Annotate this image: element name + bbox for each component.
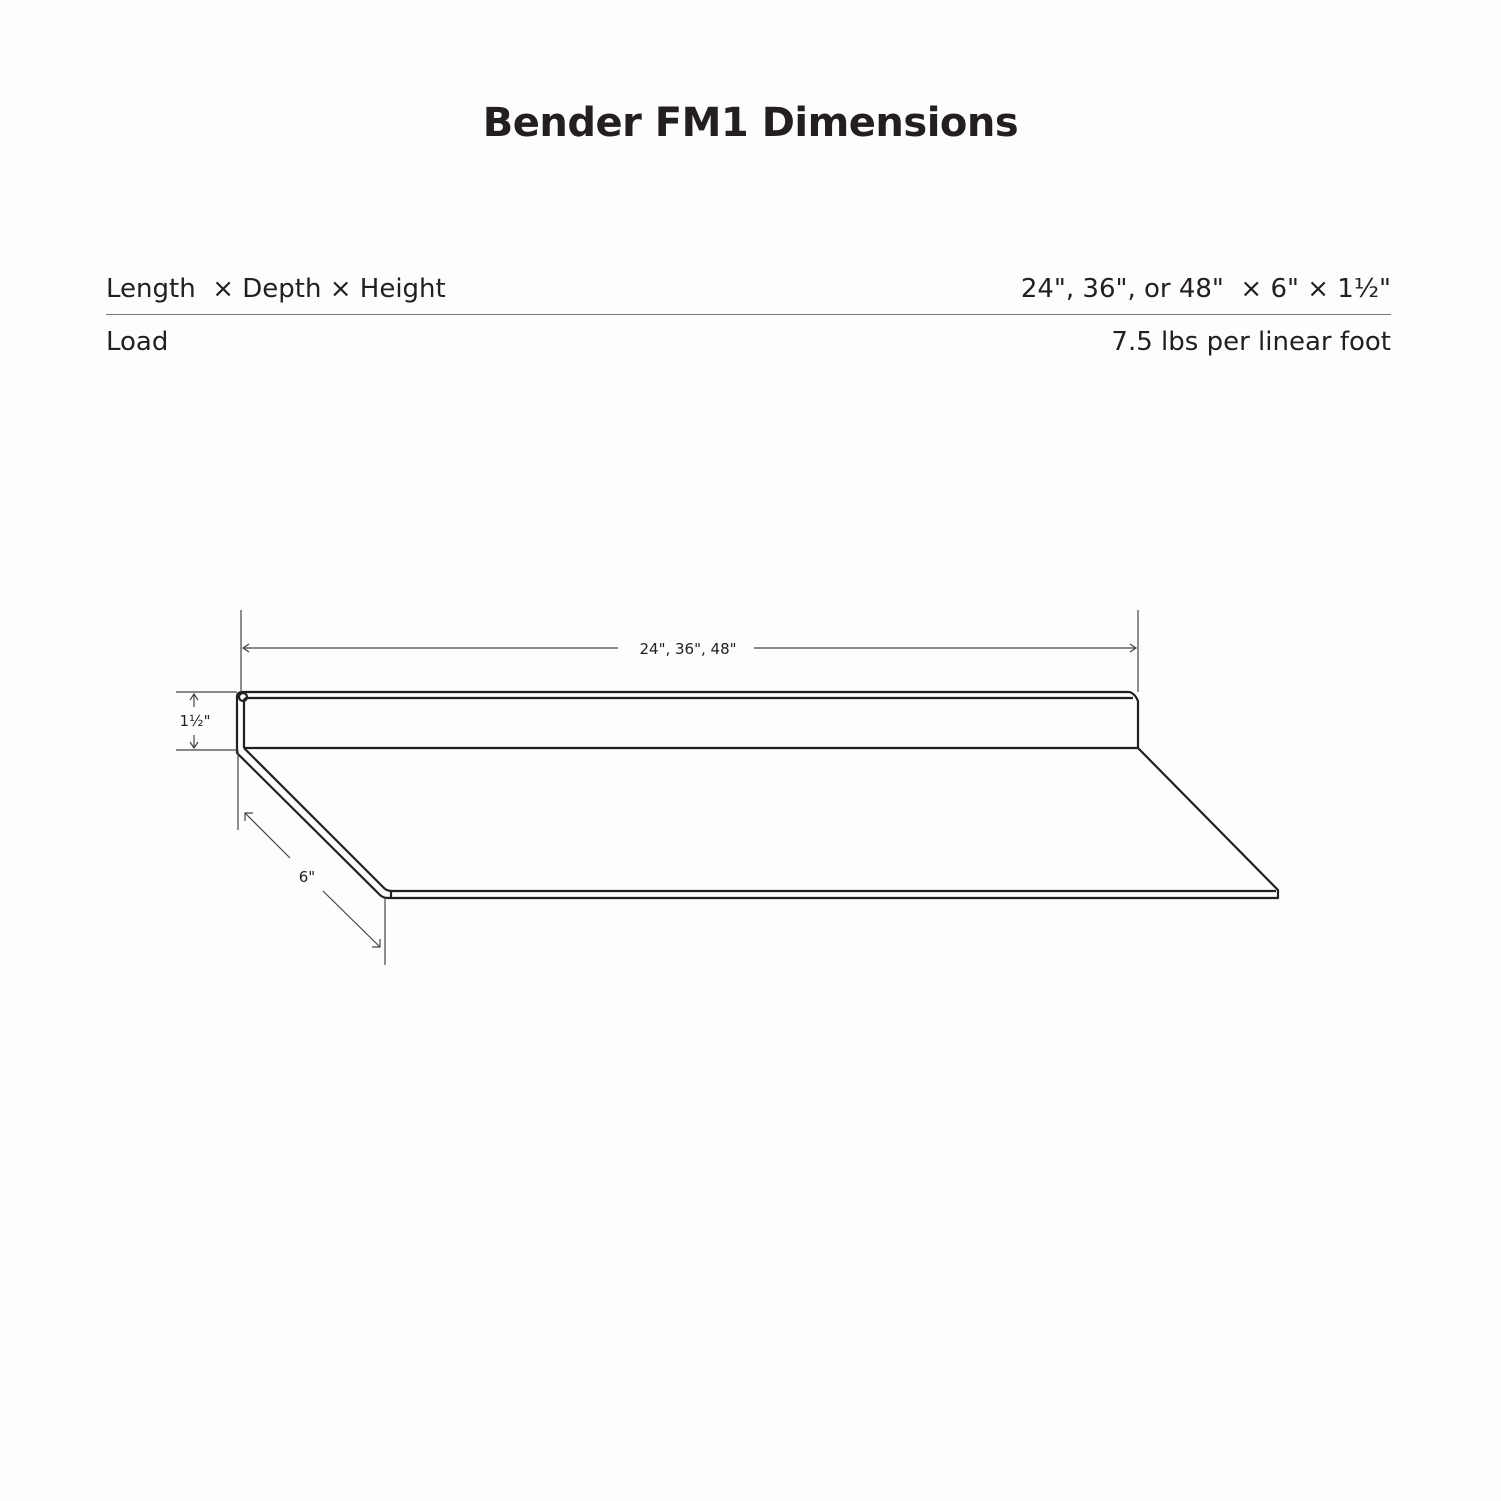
depth-label: 6" bbox=[299, 868, 315, 886]
spec-label: Load bbox=[106, 327, 169, 357]
spec-label: Length × Depth × Height bbox=[106, 274, 446, 304]
arrow-down-icon bbox=[189, 741, 199, 750]
length-label: 24", 36", 48" bbox=[639, 640, 736, 658]
arrow-up-icon bbox=[189, 692, 199, 701]
arrow-downright-icon bbox=[372, 939, 381, 948]
spec-value: 7.5 lbs per linear foot bbox=[1111, 327, 1391, 357]
arrow-upleft-icon bbox=[244, 812, 253, 821]
shelf-outline bbox=[235, 690, 1280, 900]
page-title: Bender FM1 Dimensions bbox=[482, 100, 1019, 146]
height-label: 1½" bbox=[180, 712, 211, 730]
arrow-right-icon bbox=[1129, 643, 1138, 653]
depth-dimension bbox=[237, 750, 386, 965]
spec-value: 24", 36", or 48" × 6" × 1½" bbox=[1020, 274, 1391, 304]
spec-table: Length × Depth × Height 24", 36", or 48"… bbox=[106, 268, 1391, 367]
spec-row-dimensions: Length × Depth × Height 24", 36", or 48"… bbox=[106, 268, 1391, 315]
arrow-left-icon bbox=[241, 643, 250, 653]
height-dimension bbox=[176, 691, 237, 751]
spec-row-load: Load 7.5 lbs per linear foot bbox=[106, 321, 1391, 367]
length-dimension bbox=[240, 610, 1139, 692]
